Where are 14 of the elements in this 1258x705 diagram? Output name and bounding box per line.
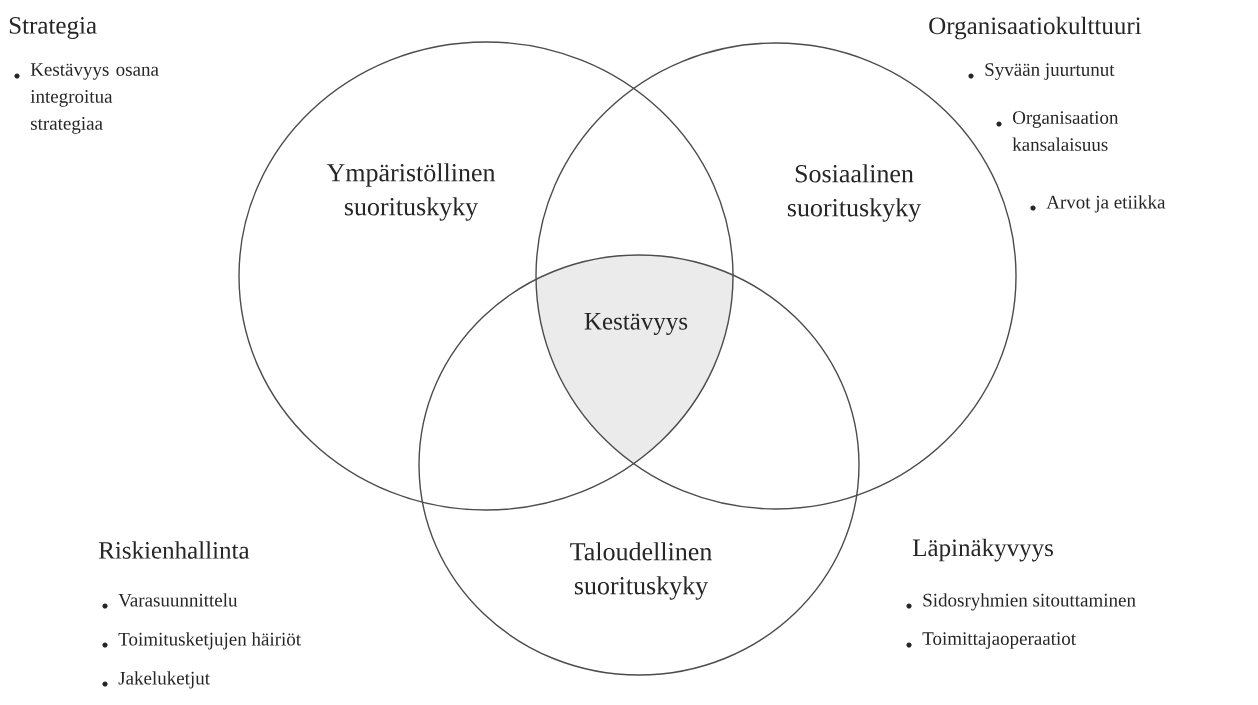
center-region: Kestävyys (536, 255, 733, 509)
heading: Riskienhallinta (98, 541, 250, 559)
bullet-item: Jakeluketjut (102, 671, 210, 689)
bullet-item: Sidosryhmien sitouttaminen (906, 593, 1136, 611)
heading: Organisaatiokulttuuri (929, 16, 1142, 40)
heading: Läpinäkyvyys (912, 538, 1053, 562)
bullet-item: Kestävyys osana integroitua strategiaa (14, 63, 159, 134)
heading: Strategia (9, 17, 97, 39)
bullet-item: Arvot ja etiikka (1030, 195, 1166, 213)
bullet-item: Syvään juurtunut (968, 63, 1115, 80)
bullet-item: Toimittajaoperaatiot (906, 632, 1076, 649)
bullet-item: Organisaation kansalaisuus (996, 111, 1119, 151)
bullet-item: Toimitusketjujen häiriöt (102, 632, 301, 650)
bullet-item: Varasuunnittelu (102, 593, 238, 609)
